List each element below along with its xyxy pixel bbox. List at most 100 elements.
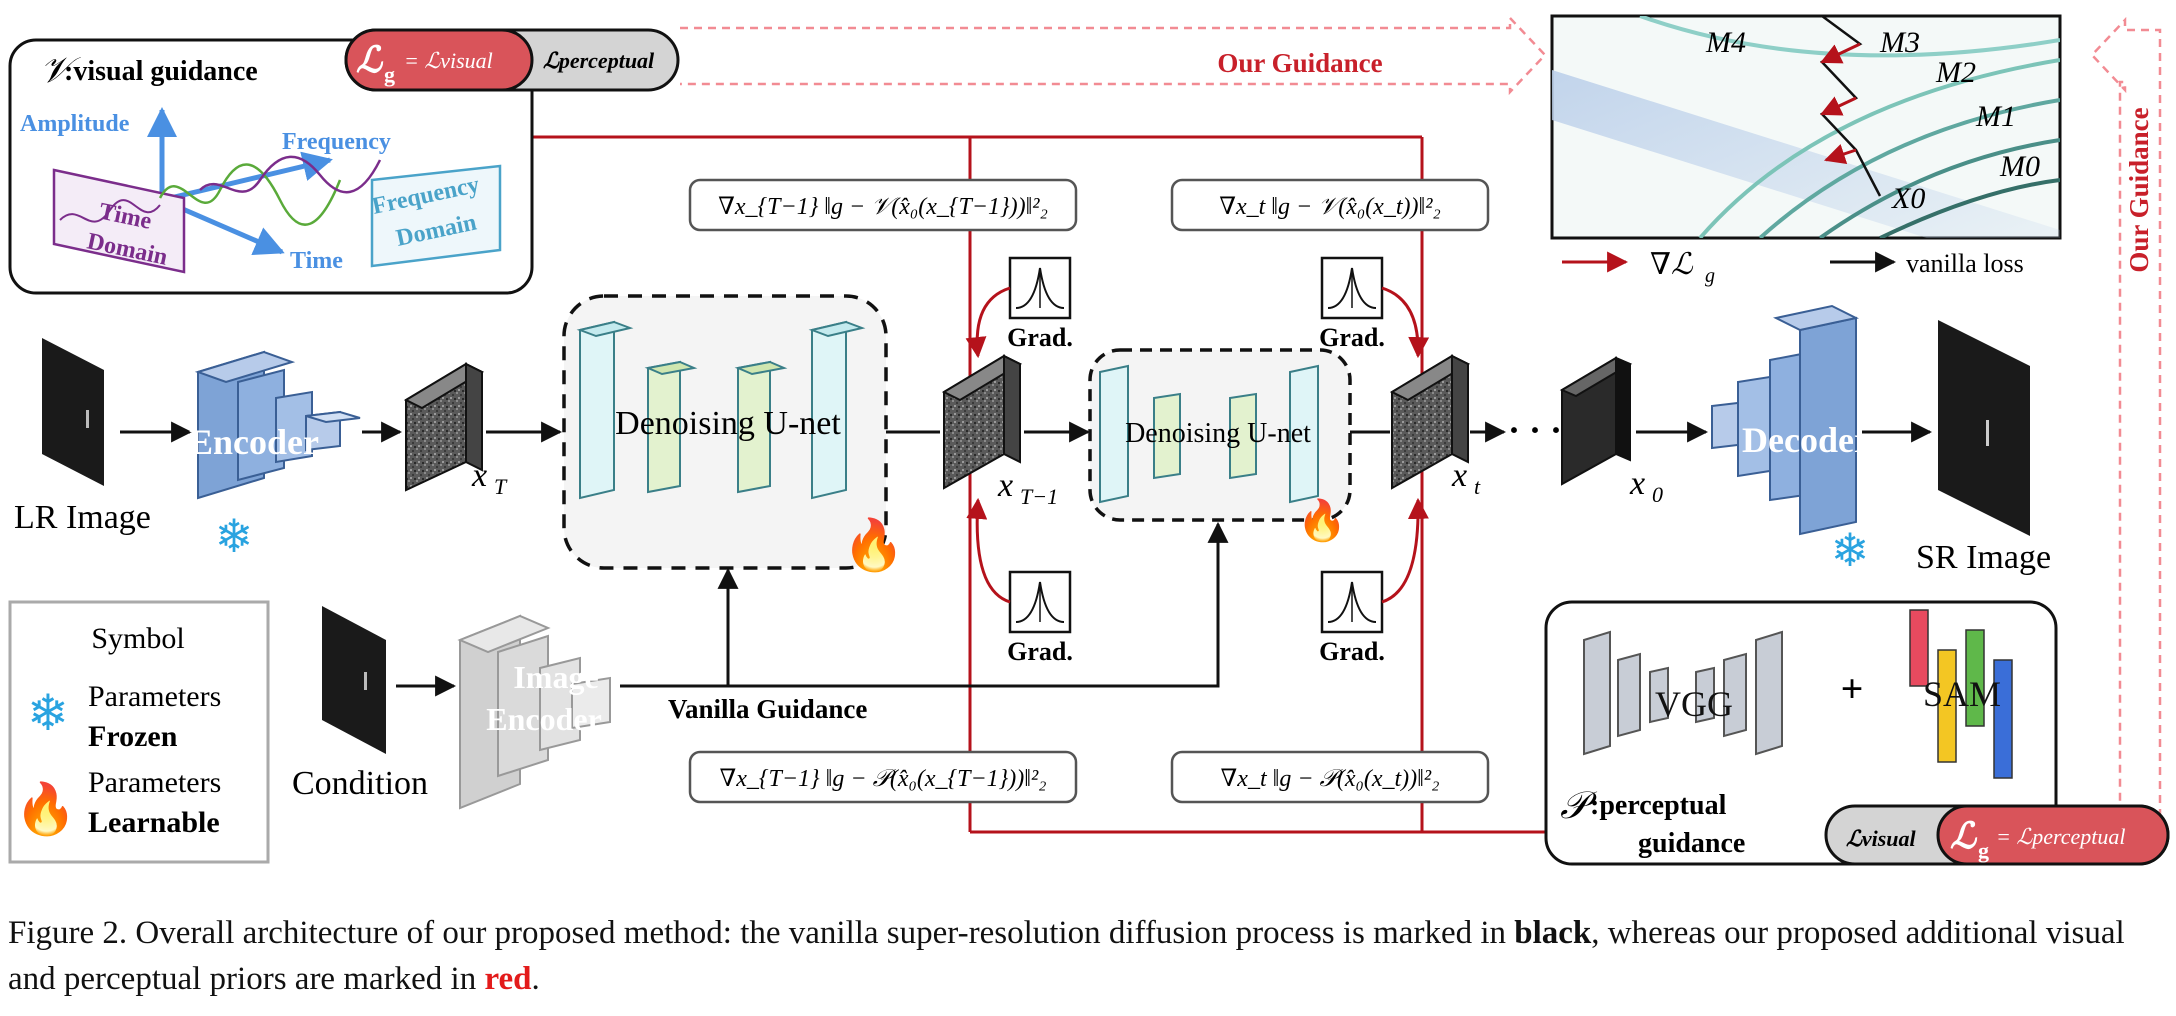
symbol-legend: Symbol ❄ Parameters Frozen 🔥 Parameters … bbox=[8, 600, 270, 864]
loss-active-rhs: = ℒvisual bbox=[404, 48, 493, 73]
loss-pill-active-perceptual bbox=[1936, 804, 2170, 866]
grad-label-bottom-right: Grad. bbox=[1319, 637, 1385, 666]
caption-black: black bbox=[1514, 915, 1592, 951]
loss-active-sub: g bbox=[384, 62, 395, 87]
loss-inactive: ℒperceptual bbox=[543, 48, 655, 73]
grad-box-bottom-left bbox=[1008, 570, 1072, 634]
ellipsis: · · · bbox=[1508, 410, 1562, 450]
frequency-domain-plane bbox=[370, 164, 502, 268]
decoder-block bbox=[1711, 304, 1859, 536]
manifold-label-m4: M4 bbox=[1705, 26, 1746, 59]
loss-active-sub-perceptual: g bbox=[1978, 838, 1989, 863]
manifold-panel: M4 M3 M2 M1 M0 X0 ∇ℒ g vanilla loss bbox=[1550, 14, 2062, 287]
wave-purple bbox=[199, 155, 382, 194]
amplitude-label: Amplitude bbox=[20, 111, 130, 137]
condition-label: Condition bbox=[292, 765, 428, 802]
vgg-network bbox=[1583, 630, 1783, 756]
unet-small-label: Denoising U-net bbox=[1125, 418, 1311, 449]
legend-learnable-1: Parameters bbox=[88, 766, 221, 799]
guidance-wiring bbox=[530, 135, 1545, 834]
manifold-label-m3: M3 bbox=[1879, 26, 1920, 59]
xTm1-label: x bbox=[997, 467, 1013, 504]
loss-pill-active bbox=[344, 28, 534, 92]
our-guidance-top-label: Our Guidance bbox=[1217, 48, 1382, 78]
grad-box-top-right bbox=[1320, 256, 1384, 320]
figure-caption: Figure 2. Overall architecture of our pr… bbox=[8, 910, 2168, 1002]
caption-prefix: Figure 2. Overall architecture of our pr… bbox=[8, 915, 1515, 951]
image-encoder-label-2: Encoder bbox=[486, 701, 602, 737]
latent-xT bbox=[403, 362, 485, 492]
legend-frozen-1: Parameters bbox=[88, 680, 221, 713]
latent-x0 bbox=[1559, 356, 1633, 486]
visual-title: :visual guidance bbox=[64, 56, 258, 87]
wave-green bbox=[158, 163, 342, 226]
x0-sub: 0 bbox=[1652, 482, 1663, 507]
condition-image bbox=[322, 606, 386, 754]
loss-active-symbol: ℒ bbox=[356, 40, 384, 80]
formula-perceptual-tm1: ∇x_{T−1} ‖g − 𝒫(x̂₀(x_{T−1}))‖²₂ bbox=[719, 766, 1046, 792]
latent-xTm1 bbox=[941, 354, 1023, 490]
sr-image-label: SR Image bbox=[1916, 539, 2051, 576]
sam-network bbox=[1909, 609, 2013, 779]
caption-middle: , whereas our proposed additional visual… bbox=[8, 915, 2125, 997]
perceptual-title-2: guidance bbox=[1638, 828, 1745, 859]
grad-label-top-right: Grad. bbox=[1319, 323, 1385, 352]
xt-sub: t bbox=[1474, 474, 1481, 499]
xT-sub: T bbox=[494, 474, 508, 499]
formula-visual-t: ∇x_t ‖g − 𝒱(x̂₀(x_t))‖²₂ bbox=[1219, 194, 1441, 220]
loss-active-symbol-perceptual: ℒ bbox=[1950, 816, 1978, 856]
encoder-block bbox=[194, 350, 361, 500]
legend-grad-label: ∇ℒ bbox=[1650, 248, 1694, 281]
sr-image bbox=[1938, 320, 2030, 536]
lr-image bbox=[42, 338, 104, 486]
grad-box-bottom-right bbox=[1320, 570, 1384, 634]
manifold-label-m0: M0 bbox=[1999, 150, 2040, 183]
perceptual-guidance-panel: VGG + SAM 𝒫 :perceptual guidance ℒvisual… bbox=[1544, 600, 2170, 866]
grad-label-bottom-left: Grad. bbox=[1007, 637, 1073, 666]
formula-perceptual-t: ∇x_t ‖g − 𝒫(x̂₀(x_t))‖²₂ bbox=[1221, 766, 1440, 792]
perceptual-title-1: :perceptual bbox=[1590, 790, 1727, 821]
snowflake-icon-decoder: ❄ bbox=[1831, 525, 1870, 576]
xTm1-sub: T−1 bbox=[1020, 484, 1058, 509]
xt-label: x bbox=[1451, 457, 1467, 494]
grad-box-top-left bbox=[1008, 256, 1072, 320]
frequency-label: Frequency bbox=[282, 129, 391, 155]
plus-sign: + bbox=[1841, 666, 1864, 711]
fire-icon-legend: 🔥 bbox=[15, 780, 77, 837]
time-label: Time bbox=[290, 248, 343, 274]
manifold-label-m2: M2 bbox=[1935, 56, 1976, 89]
encoder-label: Encoder bbox=[189, 422, 319, 462]
image-encoder-block bbox=[457, 614, 611, 810]
lr-image-label: LR Image bbox=[14, 499, 151, 536]
wave-purple-2 bbox=[59, 199, 161, 223]
formula-visual-tm1: ∇x_{T−1} ‖g − 𝒱(x̂₀(x_{T−1}))‖²₂ bbox=[718, 194, 1048, 220]
unet-small bbox=[1088, 348, 1352, 522]
sam-label: SAM bbox=[1923, 674, 2001, 714]
manifold-label-x0: X0 bbox=[1891, 182, 1925, 215]
visual-guidance-panel: 𝒱 :visual guidance ℒ g = ℒvisual ℒpercep… bbox=[8, 28, 680, 295]
legend-learnable-2: Learnable bbox=[88, 806, 220, 839]
xT-label: x bbox=[471, 457, 487, 494]
grad-boxes: Grad. Grad. Grad. Grad. bbox=[1007, 256, 1385, 666]
fire-icon-unet-small: 🔥 bbox=[1297, 497, 1347, 543]
formula-boxes: ∇x_{T−1} ‖g − 𝒱(x̂₀(x_{T−1}))‖²₂ ∇x_t ‖g… bbox=[688, 178, 1490, 804]
vanilla-guidance-lines bbox=[620, 521, 1229, 688]
vgg-label: VGG bbox=[1655, 684, 1733, 724]
vanilla-guidance-label: Vanilla Guidance bbox=[668, 694, 867, 724]
x0-label: x bbox=[1629, 465, 1645, 502]
manifold-label-m1: M1 bbox=[1975, 100, 2016, 133]
image-encoder-label-1: Image bbox=[513, 659, 598, 695]
latent-xt bbox=[1389, 354, 1471, 490]
architecture-diagram: Our Guidance Our Guidance 𝒱 :visual guid… bbox=[8, 14, 2170, 866]
our-guidance-side-label: Our Guidance bbox=[2124, 107, 2154, 272]
unet-large-label: Denoising U-net bbox=[615, 405, 841, 442]
caption-red: red bbox=[484, 961, 532, 997]
snowflake-icon-legend: ❄ bbox=[27, 685, 69, 741]
legend-title: Symbol bbox=[91, 622, 184, 655]
legend-vanilla-label: vanilla loss bbox=[1906, 249, 2024, 278]
grad-arrows bbox=[965, 286, 1430, 604]
legend-grad-sub: g bbox=[1705, 265, 1715, 287]
our-guidance-arrows bbox=[680, 14, 2162, 847]
time-domain-plane bbox=[52, 168, 186, 274]
grad-label-top-left: Grad. bbox=[1007, 323, 1073, 352]
